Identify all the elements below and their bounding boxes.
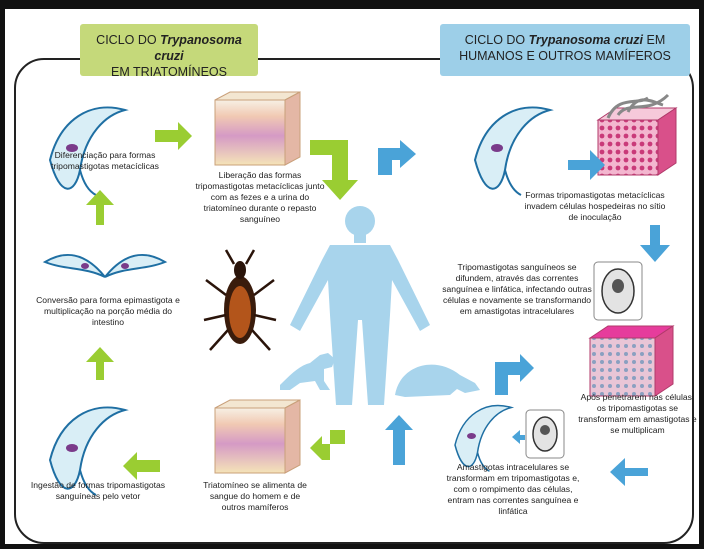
caption-ingestao: Ingestão de formas tripomastigotas sangu… — [28, 480, 168, 502]
armadillo-silhouette-icon — [395, 365, 480, 397]
caption-liberacao: Liberação das formas tripomastigotas met… — [190, 170, 330, 225]
title-right-prefix: CICLO DO — [465, 33, 529, 47]
triatomine-bug-icon — [204, 250, 276, 350]
skin-tissue-icon — [215, 400, 300, 473]
skin-tissue-icon — [215, 92, 300, 165]
title-right-line2: HUMANOS E OUTROS MAMÍFEROS — [459, 49, 671, 63]
title-right-species: Trypanosoma cruzi — [529, 33, 643, 47]
caption-penetrarem: Após penetrarem nas células, os tripomas… — [575, 392, 700, 436]
title-human-cycle: CICLO DO Trypanosoma cruzi EM HUMANOS E … — [440, 24, 690, 76]
title-right-suffix: EM — [643, 33, 665, 47]
title-left-species: Trypanosoma cruzi — [154, 33, 241, 63]
title-left-prefix: CICLO DO — [96, 33, 160, 47]
title-left-line2: EM TRIATOMÍNEOS — [111, 65, 227, 79]
title-triatomine-cycle: CICLO DO Trypanosoma cruzi EM TRIATOMÍNE… — [80, 24, 258, 76]
dog-silhouette-icon — [280, 353, 335, 390]
caption-alimenta: Triatomíneo se alimenta de sangue do hom… — [200, 480, 310, 513]
caption-difundem: Tripomastigotas sanguíneos se difundem, … — [442, 262, 592, 317]
caption-invadem: Formas tripomastigotas metacíclicas inva… — [520, 190, 670, 223]
caption-diferenciacao: Diferenciação para formas tripomastigota… — [30, 150, 180, 172]
caption-amastigotas: Amastigotas intracelulares se transforma… — [442, 462, 584, 517]
trypanosome-icon — [475, 107, 550, 195]
host-cell-icon — [598, 95, 676, 175]
caption-conversao: Conversão para forma epimastigota e mult… — [28, 295, 188, 328]
epimastigote-pair-icon — [45, 255, 165, 277]
host-cell-icon — [590, 326, 673, 396]
